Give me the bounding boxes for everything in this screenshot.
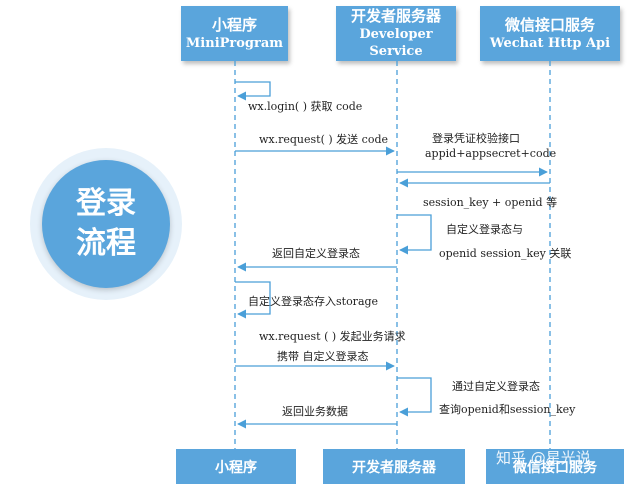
lane-title: 微信接口服务 <box>504 15 595 34</box>
lane-footer-developer-service: 开发者服务器 <box>323 449 465 484</box>
lane-footer-miniprogram: 小程序 <box>176 449 296 484</box>
label-query-2: 查询openid和session_key <box>439 403 576 416</box>
lane-title: 开发者服务器 <box>350 7 441 25</box>
label-biz-1: wx.request ( ) 发起业务请求 <box>259 330 406 343</box>
label-return-state: 返回自定义登录态 <box>272 247 360 260</box>
label-biz-2: 携带 自定义登录态 <box>277 350 369 363</box>
self-arrow-store <box>235 281 271 319</box>
self-arrow-associate <box>397 214 432 255</box>
label-query-1: 通过自定义登录态 <box>452 380 540 393</box>
label-session-key: session_key + openid 等 <box>423 196 558 209</box>
lane-header-developer-service: 开发者服务器 Developer Service <box>336 6 456 61</box>
self-arrow-query <box>397 377 432 417</box>
label-store: 自定义登录态存入storage <box>248 295 379 308</box>
label-return-data: 返回业务数据 <box>282 405 348 418</box>
lane-subtitle: MiniProgram <box>185 35 284 51</box>
lane-subtitle: Developer Service <box>359 27 433 59</box>
badge-line1: 登录 <box>76 186 136 221</box>
lane-title: 小程序 <box>211 15 257 34</box>
login-flow-badge: 登录 流程 <box>42 160 170 288</box>
lane-header-miniprogram: 小程序 MiniProgram <box>181 6 288 61</box>
self-arrow-login <box>235 81 271 101</box>
label-verify-1: 登录凭证校验接口 <box>432 132 520 145</box>
watermark: 知乎 @星光说 <box>496 449 591 467</box>
label-send-code: wx.request( ) 发送 code <box>259 133 388 146</box>
label-login: wx.login( ) 获取 code <box>248 100 363 113</box>
lane-footer-wechat-api: 微信接口服务 <box>486 449 624 484</box>
label-custom-2: openid session_key 关联 <box>439 247 572 260</box>
label-custom-1: 自定义登录态与 <box>446 223 523 236</box>
label-verify-2: appid+appsecret+code <box>425 147 557 160</box>
lane-subtitle: Wechat Http Api <box>489 35 611 51</box>
badge-line2: 流程 <box>76 226 136 261</box>
lane-header-wechat-api: 微信接口服务 Wechat Http Api <box>480 6 620 61</box>
